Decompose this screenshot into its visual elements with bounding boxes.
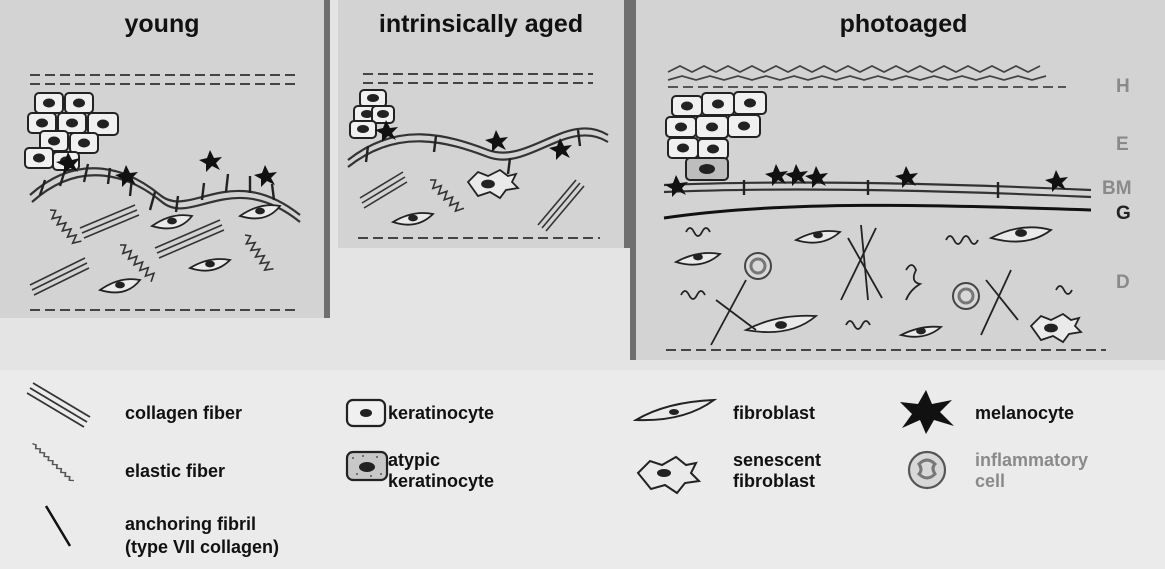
senescent-fibroblast-icon: [632, 445, 712, 495]
legend-collagen-label: collagen fiber: [125, 403, 242, 424]
young-skin-diagram: [0, 0, 324, 318]
panel-photoaged: photoaged: [630, 0, 1165, 360]
layer-label-bm: BM: [1102, 178, 1132, 200]
keratinocyte-icon: [343, 394, 393, 434]
legend-senescent-label-1: senescent: [733, 450, 821, 471]
legend-melanocyte-label: melanocyte: [975, 403, 1074, 424]
melanocyte-icon: [896, 386, 966, 436]
legend-atypic-label-1: atypic: [388, 450, 440, 471]
legend-anchoring-label-2: (type VII collagen): [125, 537, 279, 558]
elastic-fiber-icon: [28, 440, 98, 500]
legend-atypic-label-2: keratinocyte: [388, 471, 494, 492]
layer-label-d: D: [1116, 272, 1130, 294]
anchoring-fibril-icon: [40, 500, 90, 560]
legend-senescent-label-2: fibroblast: [733, 471, 815, 492]
legend-keratinocyte-label: keratinocyte: [388, 403, 494, 424]
keratinocyte-cluster: [25, 93, 118, 170]
inflammatory-cell-icon: [903, 446, 953, 496]
layer-label-e: E: [1116, 134, 1129, 156]
panel-young: young: [0, 0, 330, 318]
photoaged-skin-diagram: [636, 0, 1165, 360]
panel-intrinsically-aged: intrinsically aged: [338, 0, 630, 248]
layer-label-h: H: [1116, 76, 1130, 98]
legend-inflammatory-label-2: cell: [975, 471, 1005, 492]
aged-skin-diagram: [338, 0, 624, 248]
legend-anchoring-label-1: anchoring fibril: [125, 514, 256, 535]
legend: collagen fiber elastic fiber anchoring f…: [0, 370, 1165, 569]
layer-label-g: G: [1116, 203, 1131, 225]
fibroblast-icon: [628, 392, 728, 432]
collagen-fiber-icon: [25, 380, 95, 430]
legend-inflammatory-label-1: inflammatory: [975, 450, 1088, 471]
legend-fibroblast-label: fibroblast: [733, 403, 815, 424]
atypic-keratinocyte-icon: [343, 448, 393, 488]
legend-elastic-label: elastic fiber: [125, 461, 225, 482]
